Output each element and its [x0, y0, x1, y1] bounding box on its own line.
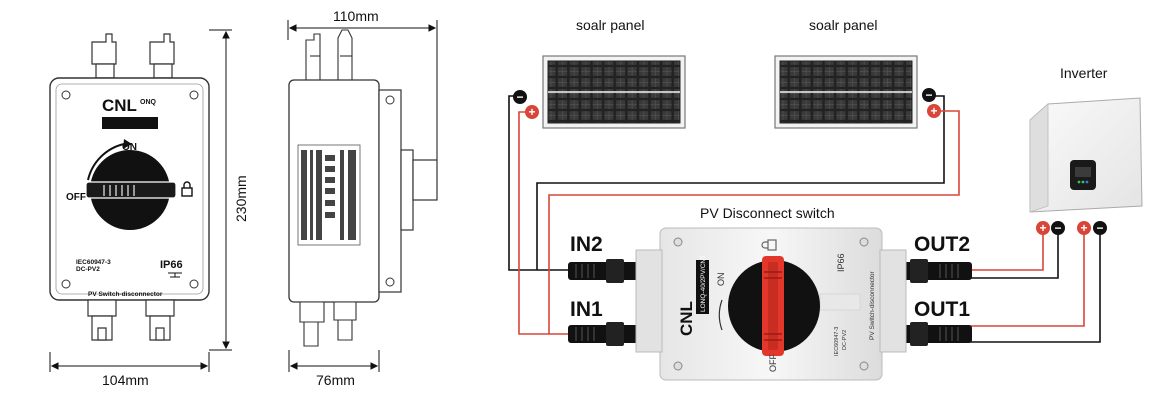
side-bottom-connectors	[299, 301, 357, 347]
inverter-label: Inverter	[1060, 65, 1108, 81]
solar-panel-1	[542, 55, 686, 129]
in2-label: IN2	[570, 233, 603, 256]
front-label-strip	[102, 117, 158, 129]
side-depth-label: 76mm	[316, 372, 355, 388]
side-width-label: 110mm	[333, 8, 379, 24]
switch-standard-text: IEC60947-3	[834, 327, 840, 356]
svg-text:−: −	[516, 90, 523, 104]
wire-panel2-positive	[548, 110, 960, 334]
svg-text:+: +	[930, 104, 937, 118]
plus-terminal-icon	[1077, 221, 1091, 235]
svg-text:+: +	[1039, 221, 1046, 235]
switch-category-text: DC-PV2	[842, 330, 848, 350]
side-top-connectors	[305, 29, 353, 81]
padlock-icon	[761, 239, 777, 251]
front-bottom-connectors	[87, 299, 175, 341]
wire-group	[508, 95, 1101, 343]
wire-out2-negative	[970, 232, 1059, 279]
front-arrow-head	[123, 139, 132, 149]
wire-out1-positive	[970, 232, 1085, 327]
front-off-label: OFF	[66, 192, 86, 203]
front-height-dimension	[209, 29, 232, 351]
front-view-drawing: CNL ONQ ON OFF IEC60947-3 DC-PV2 IP66 PV…	[49, 29, 249, 388]
wire-out1-negative	[970, 232, 1101, 343]
out2-label: OUT2	[914, 233, 970, 256]
front-width-label: 104mm	[102, 372, 149, 388]
front-on-label: ON	[122, 142, 137, 153]
front-knob-handle	[85, 181, 177, 199]
svg-text:−: −	[925, 88, 932, 102]
front-height-label: 230mm	[233, 175, 249, 222]
front-ip-rating: IP66	[160, 259, 183, 271]
svg-text:−: −	[1096, 221, 1103, 235]
solar-panel-2	[774, 55, 918, 129]
plus-terminal-icon	[927, 104, 941, 118]
minus-terminal-icon	[1051, 221, 1065, 235]
side-depth-dimension	[288, 350, 380, 372]
panel1-terminals: − +	[513, 90, 539, 119]
switch-model-text: LONQ-40/2PV/CNT	[700, 255, 707, 312]
svg-text:+: +	[1080, 221, 1087, 235]
padlock-icon	[181, 181, 193, 197]
plus-terminal-icon	[525, 105, 539, 119]
minus-terminal-icon	[513, 90, 527, 104]
front-knob-grip	[103, 185, 135, 196]
wire-out2-positive	[970, 232, 1044, 271]
wire-panel2-negative	[536, 95, 945, 270]
switch-ip-rating: IP66	[836, 253, 846, 272]
switch-device-name: PV Switch-disconnector	[869, 271, 876, 340]
front-brand-logo: CNL	[102, 96, 137, 115]
solar-panel-1-label: soalr panel	[576, 17, 645, 33]
out1-label: OUT1	[914, 298, 970, 321]
side-view-drawing: 110mm	[287, 8, 438, 388]
switch-rotation-arrow	[718, 299, 723, 331]
inverter-terminals: + − + −	[1036, 221, 1107, 235]
switch-off-label: OFF	[768, 354, 778, 372]
inverter	[1029, 97, 1143, 213]
svg-text:+: +	[528, 105, 535, 119]
wire-panel1-positive	[518, 111, 572, 335]
input-connectors	[568, 259, 638, 346]
side-rating-label	[297, 144, 361, 246]
pv-disconnect-switch: CNL LONQ-40/2PV/CNT ON OFF IP66 PV Switc…	[635, 227, 907, 381]
ground-symbol-icon	[168, 272, 182, 278]
front-top-connectors	[91, 33, 175, 79]
wiring-diagram: soalr panel soalr panel Inverter	[508, 17, 1143, 381]
panel2-terminals: − +	[922, 88, 941, 118]
front-brand-suffix: ONQ	[140, 99, 157, 106]
front-category-text: DC-PV2	[76, 266, 100, 273]
switch-on-label: ON	[716, 273, 726, 287]
front-device-name: PV Switch-disconnector	[88, 291, 163, 298]
switch-title: PV Disconnect switch	[700, 205, 835, 221]
front-screws	[61, 90, 199, 289]
front-rotation-arrow	[87, 143, 125, 181]
minus-terminal-icon	[1093, 221, 1107, 235]
switch-brand-logo: CNL	[677, 301, 696, 336]
output-connectors	[900, 259, 972, 346]
minus-terminal-icon	[922, 88, 936, 102]
in1-label: IN1	[570, 298, 603, 321]
plus-terminal-icon	[1036, 221, 1050, 235]
svg-text:−: −	[1054, 221, 1061, 235]
front-width-dimension	[49, 352, 210, 372]
front-standard-text: IEC60947-3	[76, 259, 111, 266]
solar-panel-2-label: soalr panel	[809, 17, 878, 33]
